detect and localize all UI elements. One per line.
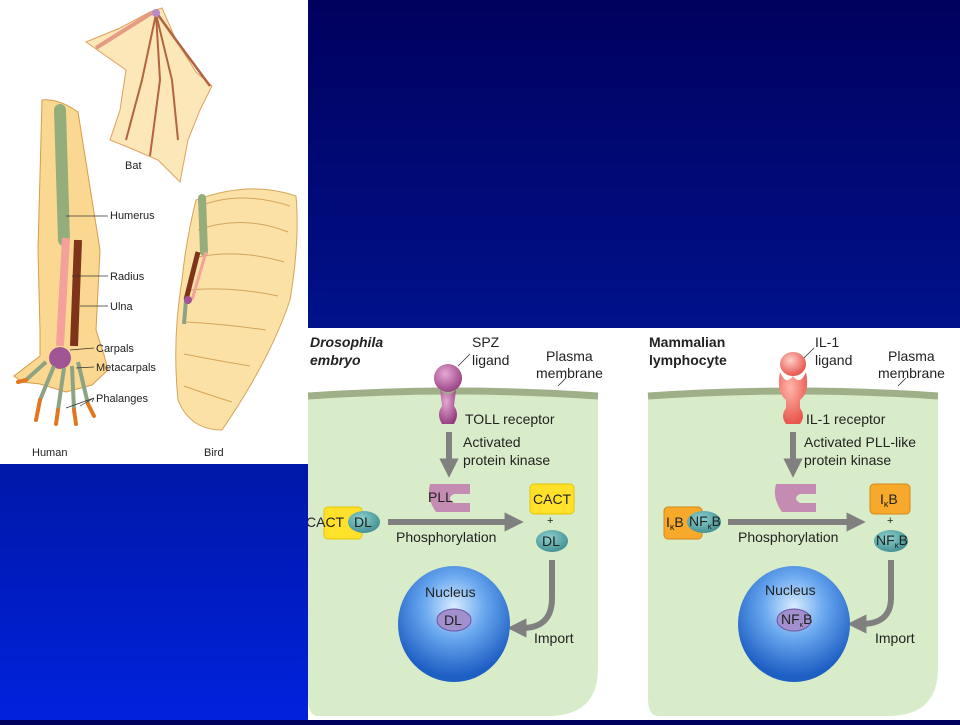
nuclear-nfkb	[776, 608, 812, 632]
mammalian-nucleus-label: Nucleus	[765, 582, 816, 598]
drosophila-membrane-label-line2: membrane	[536, 365, 603, 381]
ulna-label: Ulna	[110, 301, 134, 313]
mammalian-phosphorylation-label: Phosphorylation	[738, 529, 838, 545]
il1-receptor-label: IL-1 receptor	[806, 411, 886, 427]
drosophila-plus-sign: +	[547, 515, 553, 527]
drosophila-pathway: Drosophila embryo SPZ ligand Plasma memb…	[306, 334, 603, 716]
drosophila-membrane-label-line1: Plasma	[546, 348, 593, 364]
drosophila-import-label: Import	[534, 630, 574, 646]
mammalian-import-label: Import	[875, 630, 915, 646]
il1-receptor	[778, 372, 808, 424]
spz-ligand-label-line2: ligand	[472, 352, 509, 368]
nuclear-nfkb-label: NFκB	[781, 611, 813, 629]
released-ikb	[869, 483, 911, 515]
il1-ligand-label-line1: IL-1	[815, 334, 839, 350]
nuclear-dl	[436, 608, 472, 632]
il1-ligand-label-line2: ligand	[815, 352, 852, 368]
released-dl-label: DL	[542, 533, 560, 549]
mammalian-cell	[648, 391, 938, 716]
mammalian-plus-sign: +	[887, 515, 893, 527]
released-nfkb	[874, 530, 908, 552]
bat-wing	[84, 7, 213, 184]
drosophila-title-line1: Drosophila	[310, 334, 383, 350]
released-cact	[529, 483, 575, 515]
complex-nfkb-label: NFκB	[689, 513, 721, 531]
drosophila-nucleus-label: Nucleus	[425, 584, 476, 600]
metacarpals-label: Metacarpals	[96, 362, 156, 374]
toll-receptor	[439, 390, 457, 424]
mammalian-pathway: Mammalian lymphocyte IL-1 ligand Plasma …	[647, 334, 945, 716]
pll-kinase	[428, 484, 470, 512]
pll-like-kinase-label-line1: Activated PLL-like	[804, 434, 916, 450]
pll-like-kinase-label-line2: protein kinase	[804, 452, 891, 468]
kinase-label-line1: Activated	[463, 434, 521, 450]
humerus-label: Humerus	[110, 210, 155, 222]
released-ikb-label: IκB	[880, 491, 898, 509]
pll-like-kinase	[774, 484, 816, 512]
bird-label: Bird	[204, 447, 224, 459]
signaling-comparison-figure: Drosophila embryo SPZ ligand Plasma memb…	[306, 328, 960, 720]
released-cact-label: CACT	[533, 491, 572, 507]
spz-ligand-label-line1: SPZ	[472, 334, 500, 350]
limb-illustration: Bat Humerus Radius Ulna Carpals Metacarp…	[13, 7, 298, 459]
spz-ligand	[434, 364, 462, 392]
carpals-label: Carpals	[96, 343, 134, 355]
signaling-illustration: Drosophila embryo SPZ ligand Plasma memb…	[306, 334, 945, 716]
radius-label: Radius	[110, 271, 145, 283]
phalanges-label: Phalanges	[96, 393, 148, 405]
human-label: Human	[32, 447, 67, 459]
drosophila-title-line2: embryo	[310, 352, 361, 368]
human-arm	[13, 99, 109, 426]
bird-wing	[175, 188, 298, 431]
mammalian-title-line1: Mammalian	[649, 334, 725, 350]
mammalian-membrane-label-line2: membrane	[878, 365, 945, 381]
limb-homology-figure: Bat Humerus Radius Ulna Carpals Metacarp…	[0, 0, 308, 464]
released-nfkb-label: NFκB	[876, 532, 908, 550]
drosophila-phosphorylation-label: Phosphorylation	[396, 529, 496, 545]
mammalian-membrane-label-line1: Plasma	[888, 348, 935, 364]
kinase-label-line2: protein kinase	[463, 452, 550, 468]
il1-ligand	[780, 352, 806, 376]
pll-label: PLL	[428, 489, 453, 505]
cact-dl-complex-dl	[348, 511, 380, 533]
ikb-nfkb-complex-nfkb	[687, 511, 721, 533]
toll-receptor-label: TOLL receptor	[465, 411, 555, 427]
bat-label: Bat	[125, 160, 142, 172]
complex-ikb-label: IκB	[666, 514, 684, 532]
released-dl	[536, 530, 568, 552]
mammalian-title-line2: lymphocyte	[649, 352, 727, 368]
complex-dl-label: DL	[354, 514, 372, 530]
nuclear-dl-label: DL	[444, 612, 462, 628]
complex-cact-label: CACT	[308, 514, 345, 530]
